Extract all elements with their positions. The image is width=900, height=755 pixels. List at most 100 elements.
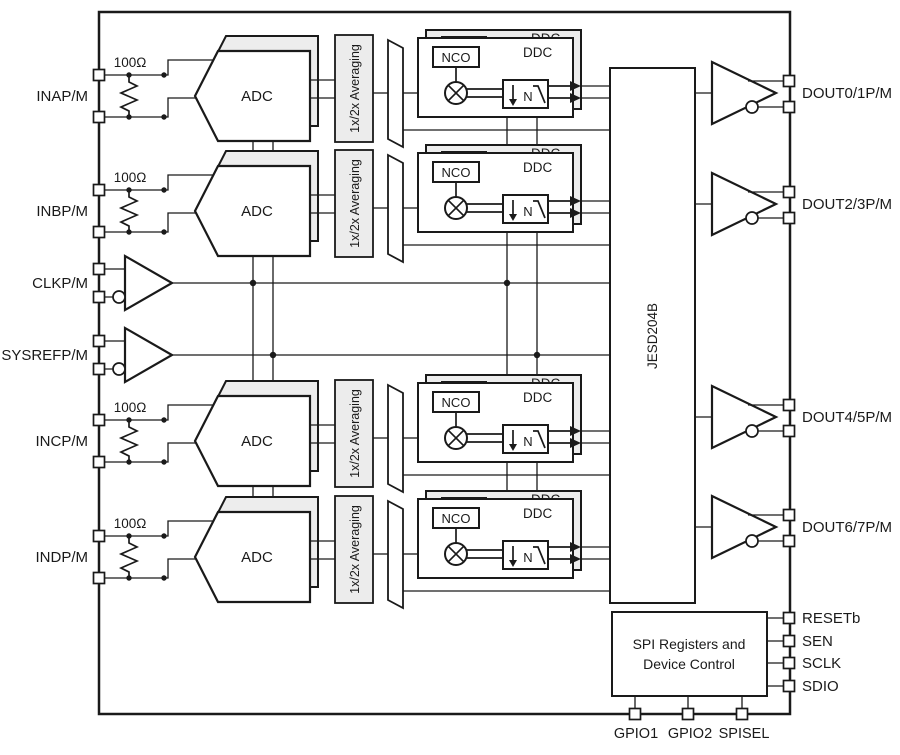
input-pin-m (92, 110, 106, 124)
invert-bubble-icon (745, 100, 759, 114)
sdio-label: SDIO (802, 678, 839, 695)
clock-buffer-icon (123, 254, 175, 312)
decimation-label: N (523, 89, 532, 104)
output-arrowhead-icon (570, 81, 581, 91)
input-label-inap: INAP/M (36, 88, 88, 105)
pin-dout-m (782, 100, 796, 114)
spisel-label: SPISEL (719, 726, 770, 742)
dout-label: DOUT6/7P/M (802, 519, 892, 536)
sysref-buffer-invert-bubble-icon (112, 362, 126, 376)
driver-output-wires (748, 80, 784, 108)
pin-gpio2 (681, 707, 695, 721)
junction-dot (533, 351, 541, 359)
mixer-to-decimation-wires (467, 88, 503, 98)
pin-clkm (92, 290, 106, 304)
gpio2-label: GPIO2 (668, 726, 712, 742)
pin-sclk (782, 656, 796, 670)
gpio1-label: GPIO1 (614, 726, 658, 742)
input-label-incp: INCP/M (36, 433, 89, 450)
spi-section: SPI Registers and Device Control RESETb … (611, 610, 860, 742)
junction-dot (161, 72, 167, 78)
input-wire-m (99, 97, 197, 118)
spi-label-line2: Device Control (643, 656, 735, 672)
pin-resetb (782, 611, 796, 625)
junction-dot (126, 114, 132, 120)
invert-bubble-icon (745, 534, 759, 548)
resistor-icon (118, 75, 140, 117)
junction-dot (269, 351, 277, 359)
output-buffer-icon (710, 494, 779, 560)
sysref-buffer-icon (123, 326, 175, 384)
output-buffer-icon (710, 384, 779, 450)
pin-dout-p (782, 74, 796, 88)
output-buffer-icon (710, 60, 779, 126)
junction-dot (503, 279, 511, 287)
averaging-label: 1x/2x Averaging (348, 44, 362, 133)
adc-block (193, 49, 312, 143)
spi-right-wires (767, 617, 784, 687)
input-label-inbp: INBP/M (36, 203, 88, 220)
output-arrowhead-icon (570, 93, 581, 103)
averaging-block (334, 34, 374, 143)
clk-label: CLKP/M (32, 275, 88, 292)
junction-dot (161, 114, 167, 120)
dout-label: DOUT2/3P/M (802, 196, 892, 213)
spi-label-line1: SPI Registers and (633, 636, 746, 652)
dout-label: DOUT4/5P/M (802, 409, 892, 426)
sen-label: SEN (802, 633, 833, 650)
pin-sysrefp (92, 334, 106, 348)
pin-dout-m (782, 424, 796, 438)
input-label-indp: INDP/M (36, 549, 89, 566)
clock-buffer-invert-bubble-icon (112, 290, 126, 304)
pin-gpio1 (628, 707, 642, 721)
driver-output-wires (748, 514, 784, 542)
pin-dout-m (782, 211, 796, 225)
junction-dot (126, 72, 132, 78)
junction-dot (249, 279, 257, 287)
pin-dout-p (782, 185, 796, 199)
adc-to-averaging-wires (310, 79, 335, 99)
driver-output-wires (748, 404, 784, 432)
mixer-cross-icon (447, 84, 465, 102)
pin-dout-p (782, 508, 796, 522)
sclk-label: SCLK (802, 655, 841, 672)
channel-c (92, 373, 612, 494)
sysref-label: SYSREFP/M (1, 347, 88, 364)
pin-clkp (92, 262, 106, 276)
channel-a: 100Ω ADC 1x/2x Averaging DDC DDC NCO N (92, 29, 610, 149)
input-wire-p (99, 59, 213, 76)
ddc-label: DDC (523, 45, 552, 60)
ddc-output-wires (548, 85, 570, 99)
output-driver-0: DOUT0/1P/M (695, 60, 892, 126)
nco-label: NCO (442, 50, 471, 65)
pin-dout-m (782, 534, 796, 548)
jesd204b-block (609, 67, 696, 604)
channel-d (92, 489, 612, 610)
spi-block (611, 611, 768, 697)
driver-output-wires (748, 191, 784, 219)
output-driver-3: DOUT6/7P/M (695, 494, 892, 560)
invert-bubble-icon (745, 424, 759, 438)
channel-b (92, 143, 612, 264)
adc-label: ADC (241, 88, 273, 105)
resetb-label: RESETb (802, 610, 860, 627)
mux-icon (387, 38, 404, 149)
pin-dout-p (782, 398, 796, 412)
ddc-to-jesd-wires (581, 85, 610, 99)
input-pin-p (92, 68, 106, 82)
output-buffer-icon (710, 171, 779, 237)
ddc-clock-chain-wires (506, 117, 538, 499)
decimation-down-arrowhead-icon (509, 99, 517, 106)
pin-sysrefm (92, 362, 106, 376)
filter-slope-icon (533, 85, 546, 104)
spi-bottom-wires (634, 696, 743, 709)
jesd204b-label: JESD204B (645, 303, 660, 369)
pin-spisel (735, 707, 749, 721)
pin-sdio (782, 679, 796, 693)
resistor-label: 100Ω (114, 55, 147, 70)
output-driver-1: DOUT2/3P/M (695, 171, 892, 237)
dout-label: DOUT0/1P/M (802, 85, 892, 102)
jesd204b-section: JESD204B (609, 67, 696, 604)
